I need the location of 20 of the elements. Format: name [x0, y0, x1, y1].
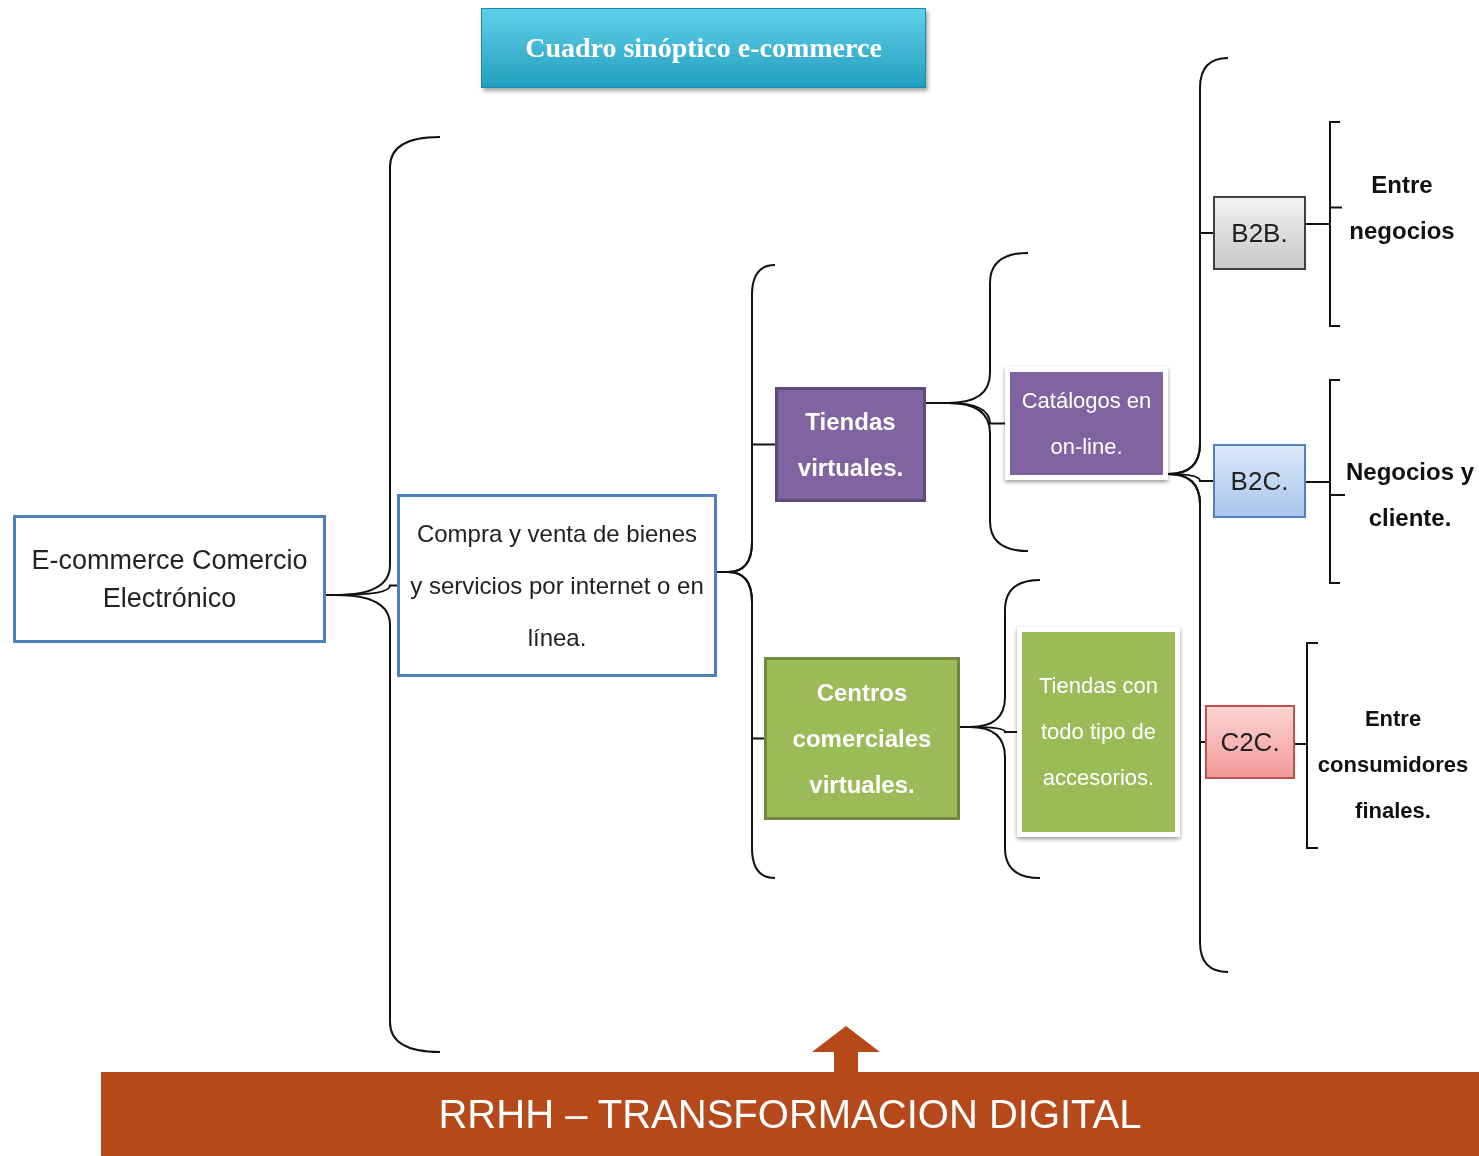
category-box: Centros comerciales virtuales. — [764, 657, 960, 820]
description-text: Entre consumidores finales. — [1308, 695, 1478, 835]
connector-line — [716, 571, 765, 740]
footer-banner: RRHH – TRANSFORMACION DIGITAL — [101, 1072, 1479, 1156]
connector-line — [1167, 473, 1206, 743]
title-banner: Cuadro sinóptico e-commerce — [481, 8, 926, 88]
connector-line — [1305, 481, 1346, 496]
connector-line — [959, 726, 1018, 733]
type-box: B2C. — [1213, 444, 1306, 518]
definition-box: Compra y venta de bienes y servicios por internet o en línea. — [397, 494, 717, 677]
description-text: Negocios y cliente. — [1345, 445, 1475, 545]
type-box: B2B. — [1213, 196, 1306, 270]
description-text: Entre negocios — [1342, 160, 1462, 255]
concept-box: E-commerce Comercio Electrónico — [13, 515, 326, 643]
connector-line — [925, 402, 1006, 425]
connector-line — [1294, 743, 1309, 766]
type-box: C2C. — [1205, 705, 1295, 779]
connector-line — [1305, 206, 1343, 225]
category-box: Tiendas virtuales. — [775, 387, 926, 502]
connector-line — [325, 584, 398, 596]
